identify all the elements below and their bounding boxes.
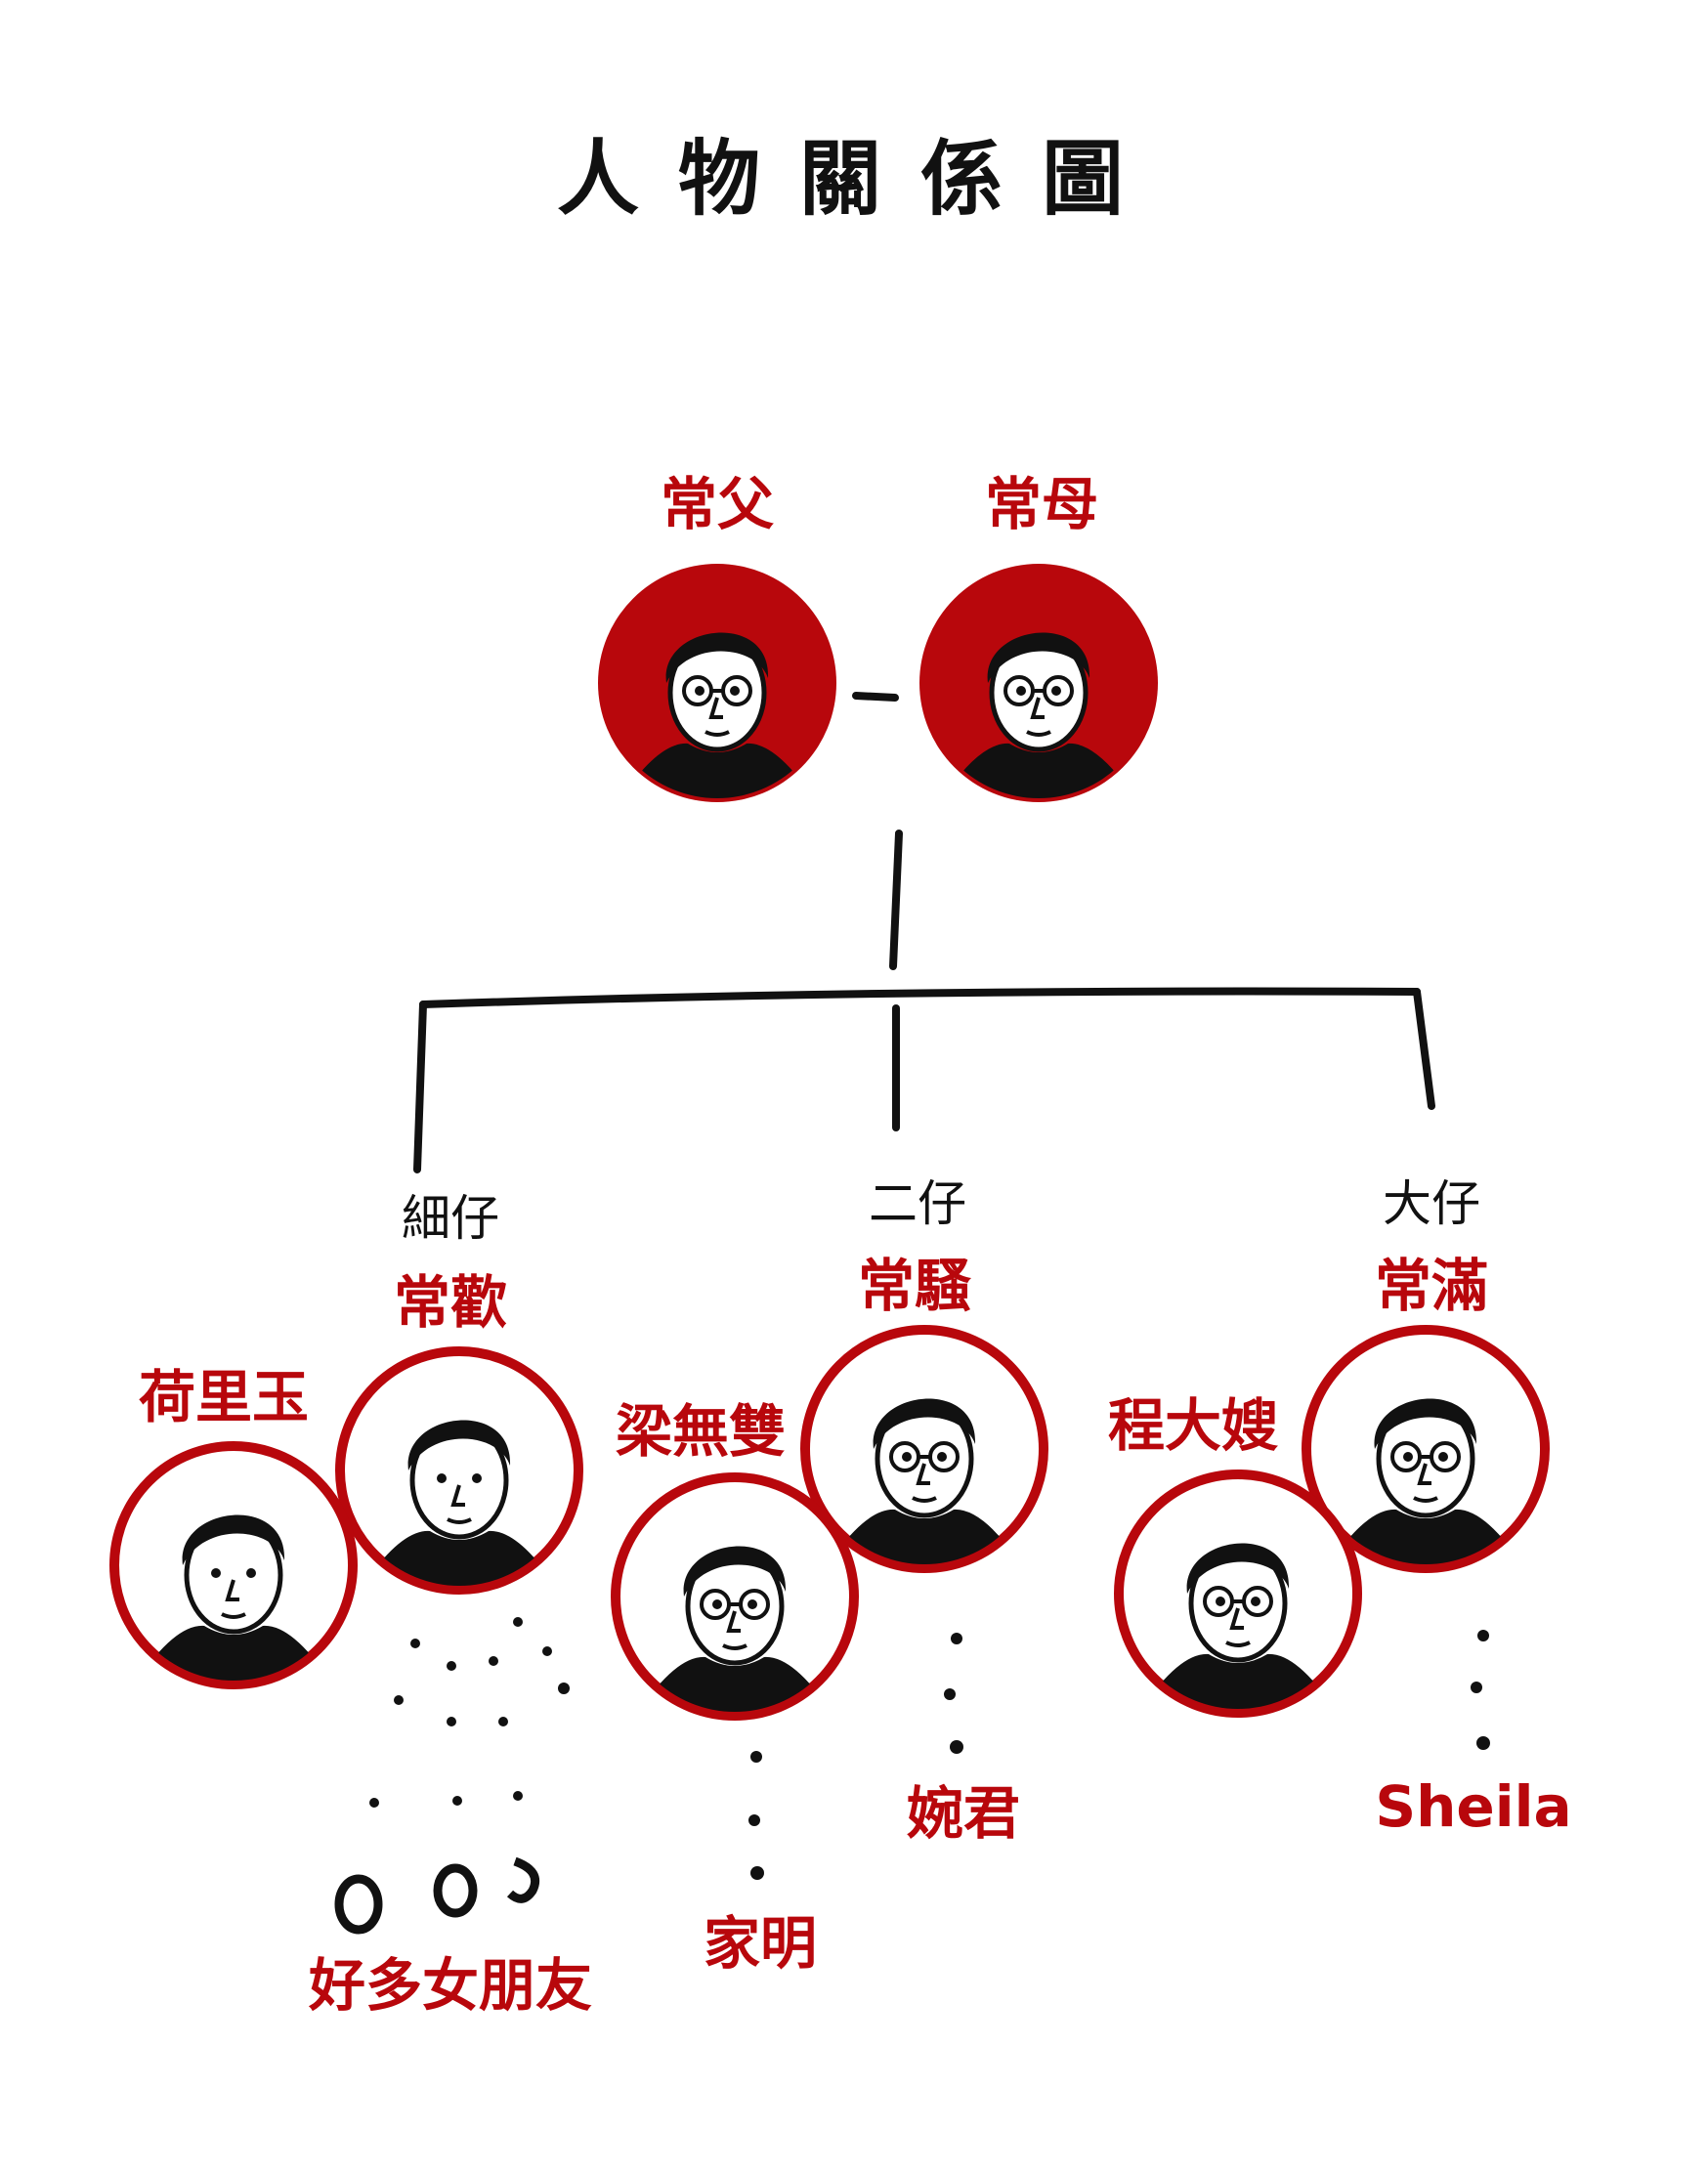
girlfriend-rings: [334, 1856, 540, 1935]
parents-trunk-line: [889, 830, 903, 970]
name-changsao: 常騷: [857, 1253, 972, 1319]
rank-second: 二仔: [869, 1175, 966, 1232]
label-father: 常父: [660, 471, 775, 537]
name-changhuan: 常歡: [393, 1269, 508, 1336]
name-sheila: Sheila: [1375, 1773, 1572, 1840]
portrait-changhuan: [335, 1346, 583, 1595]
dots-jiaming: [748, 1751, 764, 1880]
rank-youngest: 細仔: [402, 1190, 499, 1247]
children-bar-line: [419, 987, 1421, 1008]
mother-portrait: [919, 564, 1158, 802]
name-heliyu: 荷里玉: [138, 1364, 310, 1430]
portrait-liangwushuang: [611, 1472, 859, 1721]
marriage-line: [852, 692, 899, 702]
drop-line-eldest: [1413, 988, 1435, 1110]
page-title: 人物關係圖: [556, 131, 1164, 227]
portrait-heliyu: [109, 1441, 358, 1689]
rank-eldest: 大仔: [1383, 1175, 1480, 1232]
name-jiaming: 家明: [703, 1910, 818, 1977]
name-changman: 常滿: [1374, 1253, 1489, 1319]
name-many-girlfriends: 好多女朋友: [308, 1952, 593, 2019]
dots-wanjun: [944, 1633, 963, 1754]
portrait-chengdasao: [1114, 1470, 1362, 1718]
name-wanjun: 婉君: [906, 1780, 1021, 1847]
portrait-changman: [1302, 1325, 1550, 1573]
name-chengdasao: 程大嫂: [1107, 1392, 1279, 1459]
portrait-changsao: [800, 1325, 1048, 1573]
father-portrait: [598, 564, 836, 802]
label-mother: 常母: [984, 471, 1099, 537]
dots-many-girlfriends: [369, 1617, 570, 1808]
name-liangwushuang: 梁無雙: [615, 1398, 787, 1465]
dots-sheila: [1471, 1630, 1490, 1750]
drop-line-youngest: [413, 1001, 427, 1173]
